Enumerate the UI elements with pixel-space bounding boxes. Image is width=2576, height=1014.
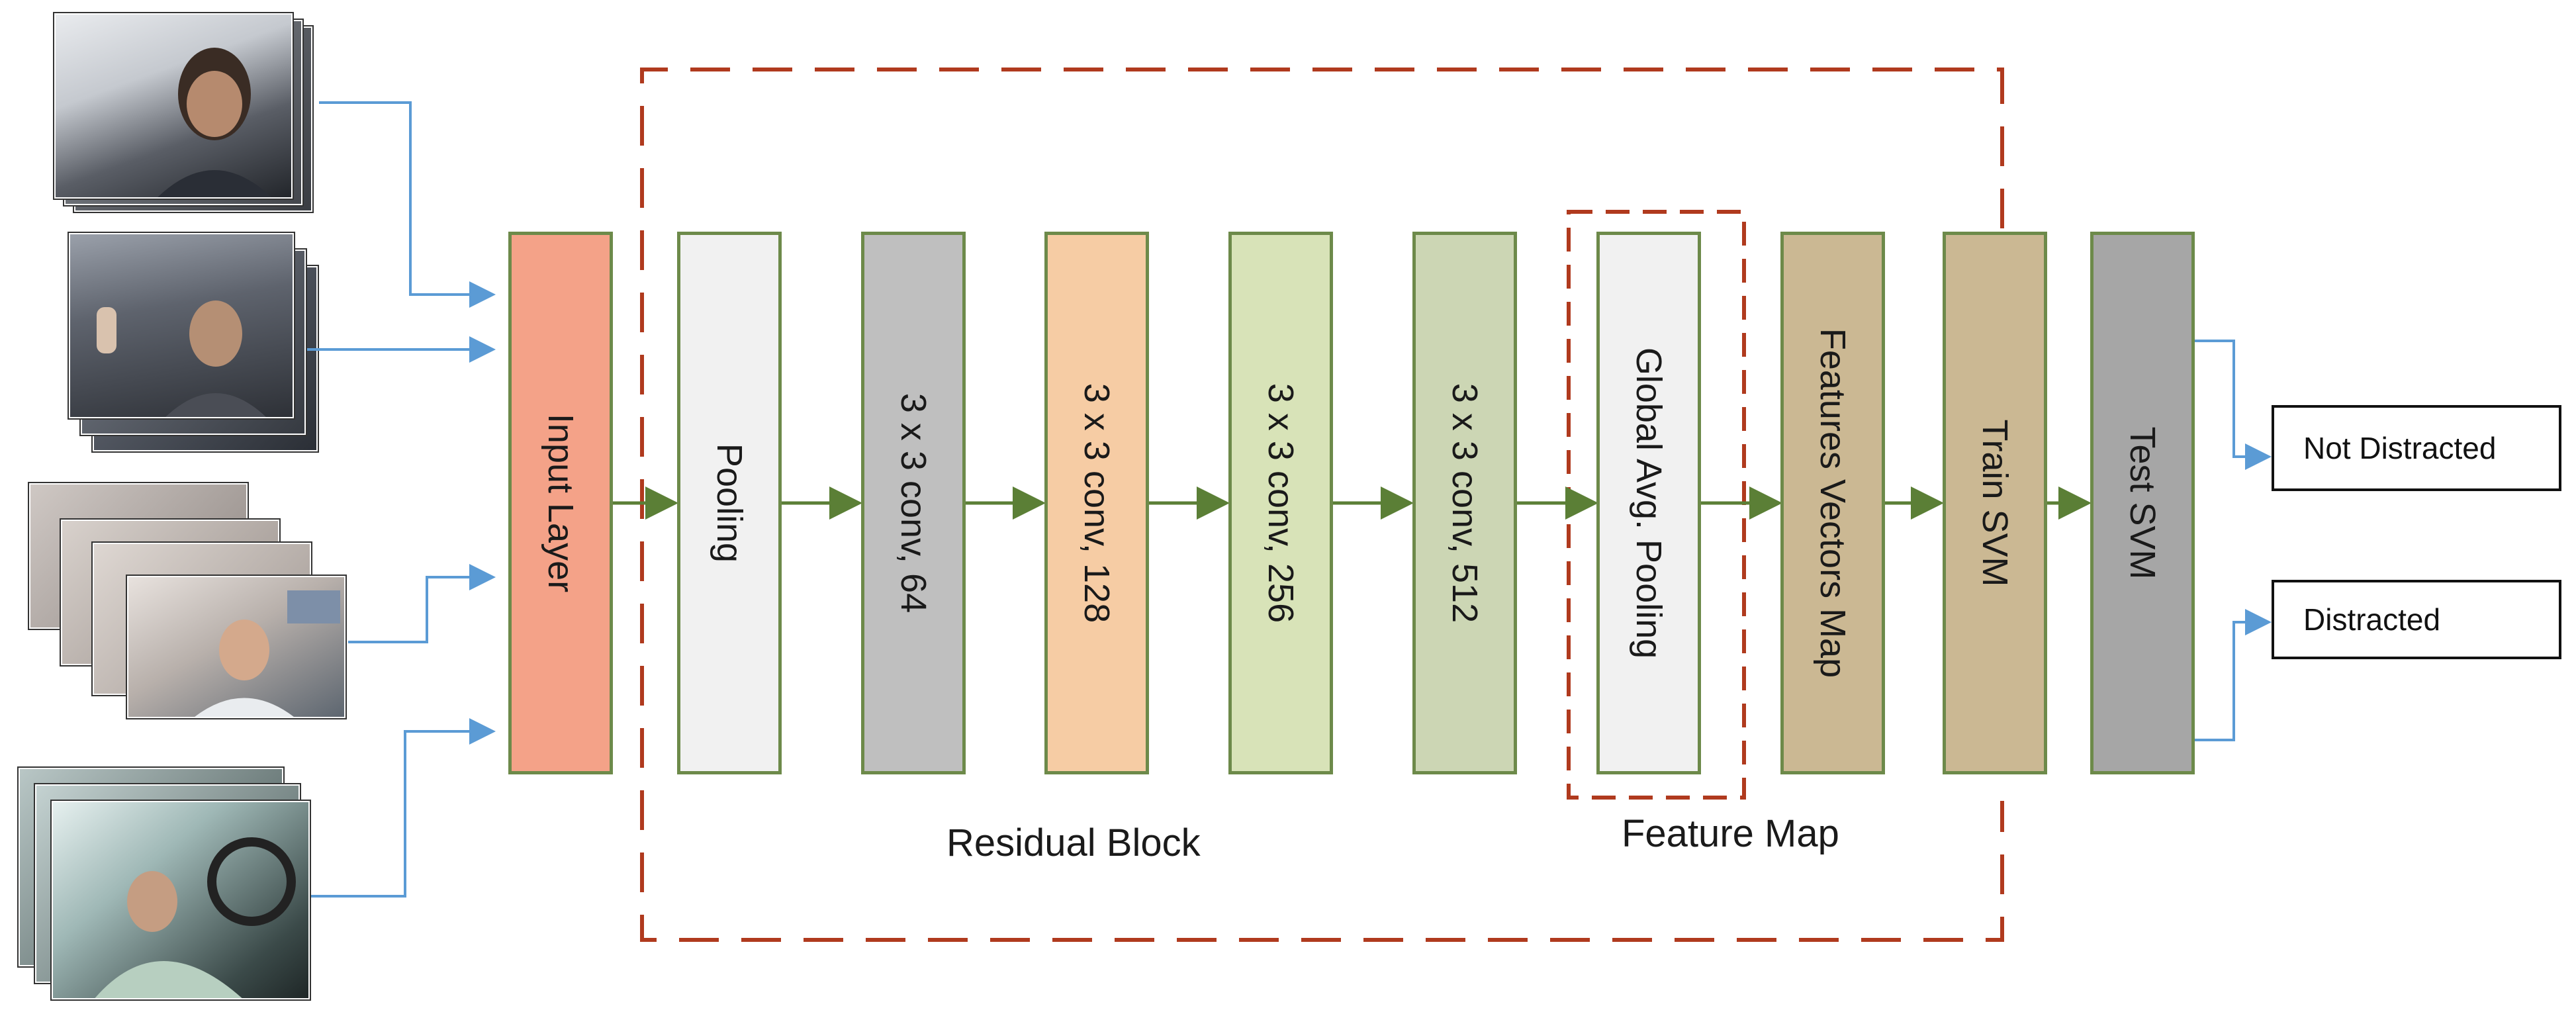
layer-label-conv256: 3 x 3 conv, 256 <box>1261 383 1301 623</box>
driver-silhouette-1 <box>158 48 271 197</box>
layer-label-train: Train SVM <box>1975 419 2015 587</box>
input-image-stack-1 <box>54 13 319 215</box>
layer-input: Input Layer <box>508 232 613 774</box>
layer-label-input: Input Layer <box>541 413 580 593</box>
input-arrow-3 <box>348 564 496 643</box>
layer-label-test: Test SVM <box>2123 426 2162 580</box>
driver-silhouette-2 <box>97 300 266 417</box>
layer-label-pooling: Pooling <box>710 443 749 563</box>
driver-photo-2 <box>69 233 294 418</box>
input-image-stack-2 <box>69 233 320 465</box>
input-arrow-4 <box>311 718 496 898</box>
residual-block-label: Residual Block <box>946 821 1201 864</box>
input-image-stack-4 <box>19 768 310 1003</box>
output-arrow-distracted <box>2194 609 2272 741</box>
driver-photo-3 <box>127 576 345 718</box>
layer-label-conv512: 3 x 3 conv, 512 <box>1445 383 1485 623</box>
layer-label-conv64: 3 x 3 conv, 64 <box>894 392 933 614</box>
layer-label-gap: Global Avg. Pooling <box>1629 347 1669 659</box>
driver-photo-1 <box>54 13 293 199</box>
layer-conv64: 3 x 3 conv, 64 <box>861 232 966 774</box>
output-distracted: Distracted <box>2272 580 2561 659</box>
layer-pooling: Pooling <box>677 232 782 774</box>
input-image-stack-3 <box>29 483 347 721</box>
layer-train-svm: Train SVM <box>1943 232 2047 774</box>
layer-label-conv128: 3 x 3 conv, 128 <box>1077 383 1117 623</box>
input-arrow-1 <box>319 101 496 308</box>
driver-silhouette-4 <box>95 837 296 998</box>
layer-conv128: 3 x 3 conv, 128 <box>1044 232 1149 774</box>
layer-global-avg-pooling: Global Avg. Pooling <box>1596 232 1701 774</box>
feature-map-label: Feature Map <box>1622 812 1839 855</box>
layer-test-svm: Test SVM <box>2090 232 2195 774</box>
output-not-distracted: Not Distracted <box>2272 405 2561 491</box>
driver-photo-4 <box>52 801 310 999</box>
layer-label-fvm: Features Vectors Map <box>1813 328 1853 678</box>
output-arrow-not-distracted <box>2194 340 2272 470</box>
layer-conv512: 3 x 3 conv, 512 <box>1412 232 1517 774</box>
layer-conv256: 3 x 3 conv, 256 <box>1228 232 1333 774</box>
layer-features-vectors-map: Features Vectors Map <box>1780 232 1885 774</box>
driver-silhouette-3 <box>195 590 340 717</box>
